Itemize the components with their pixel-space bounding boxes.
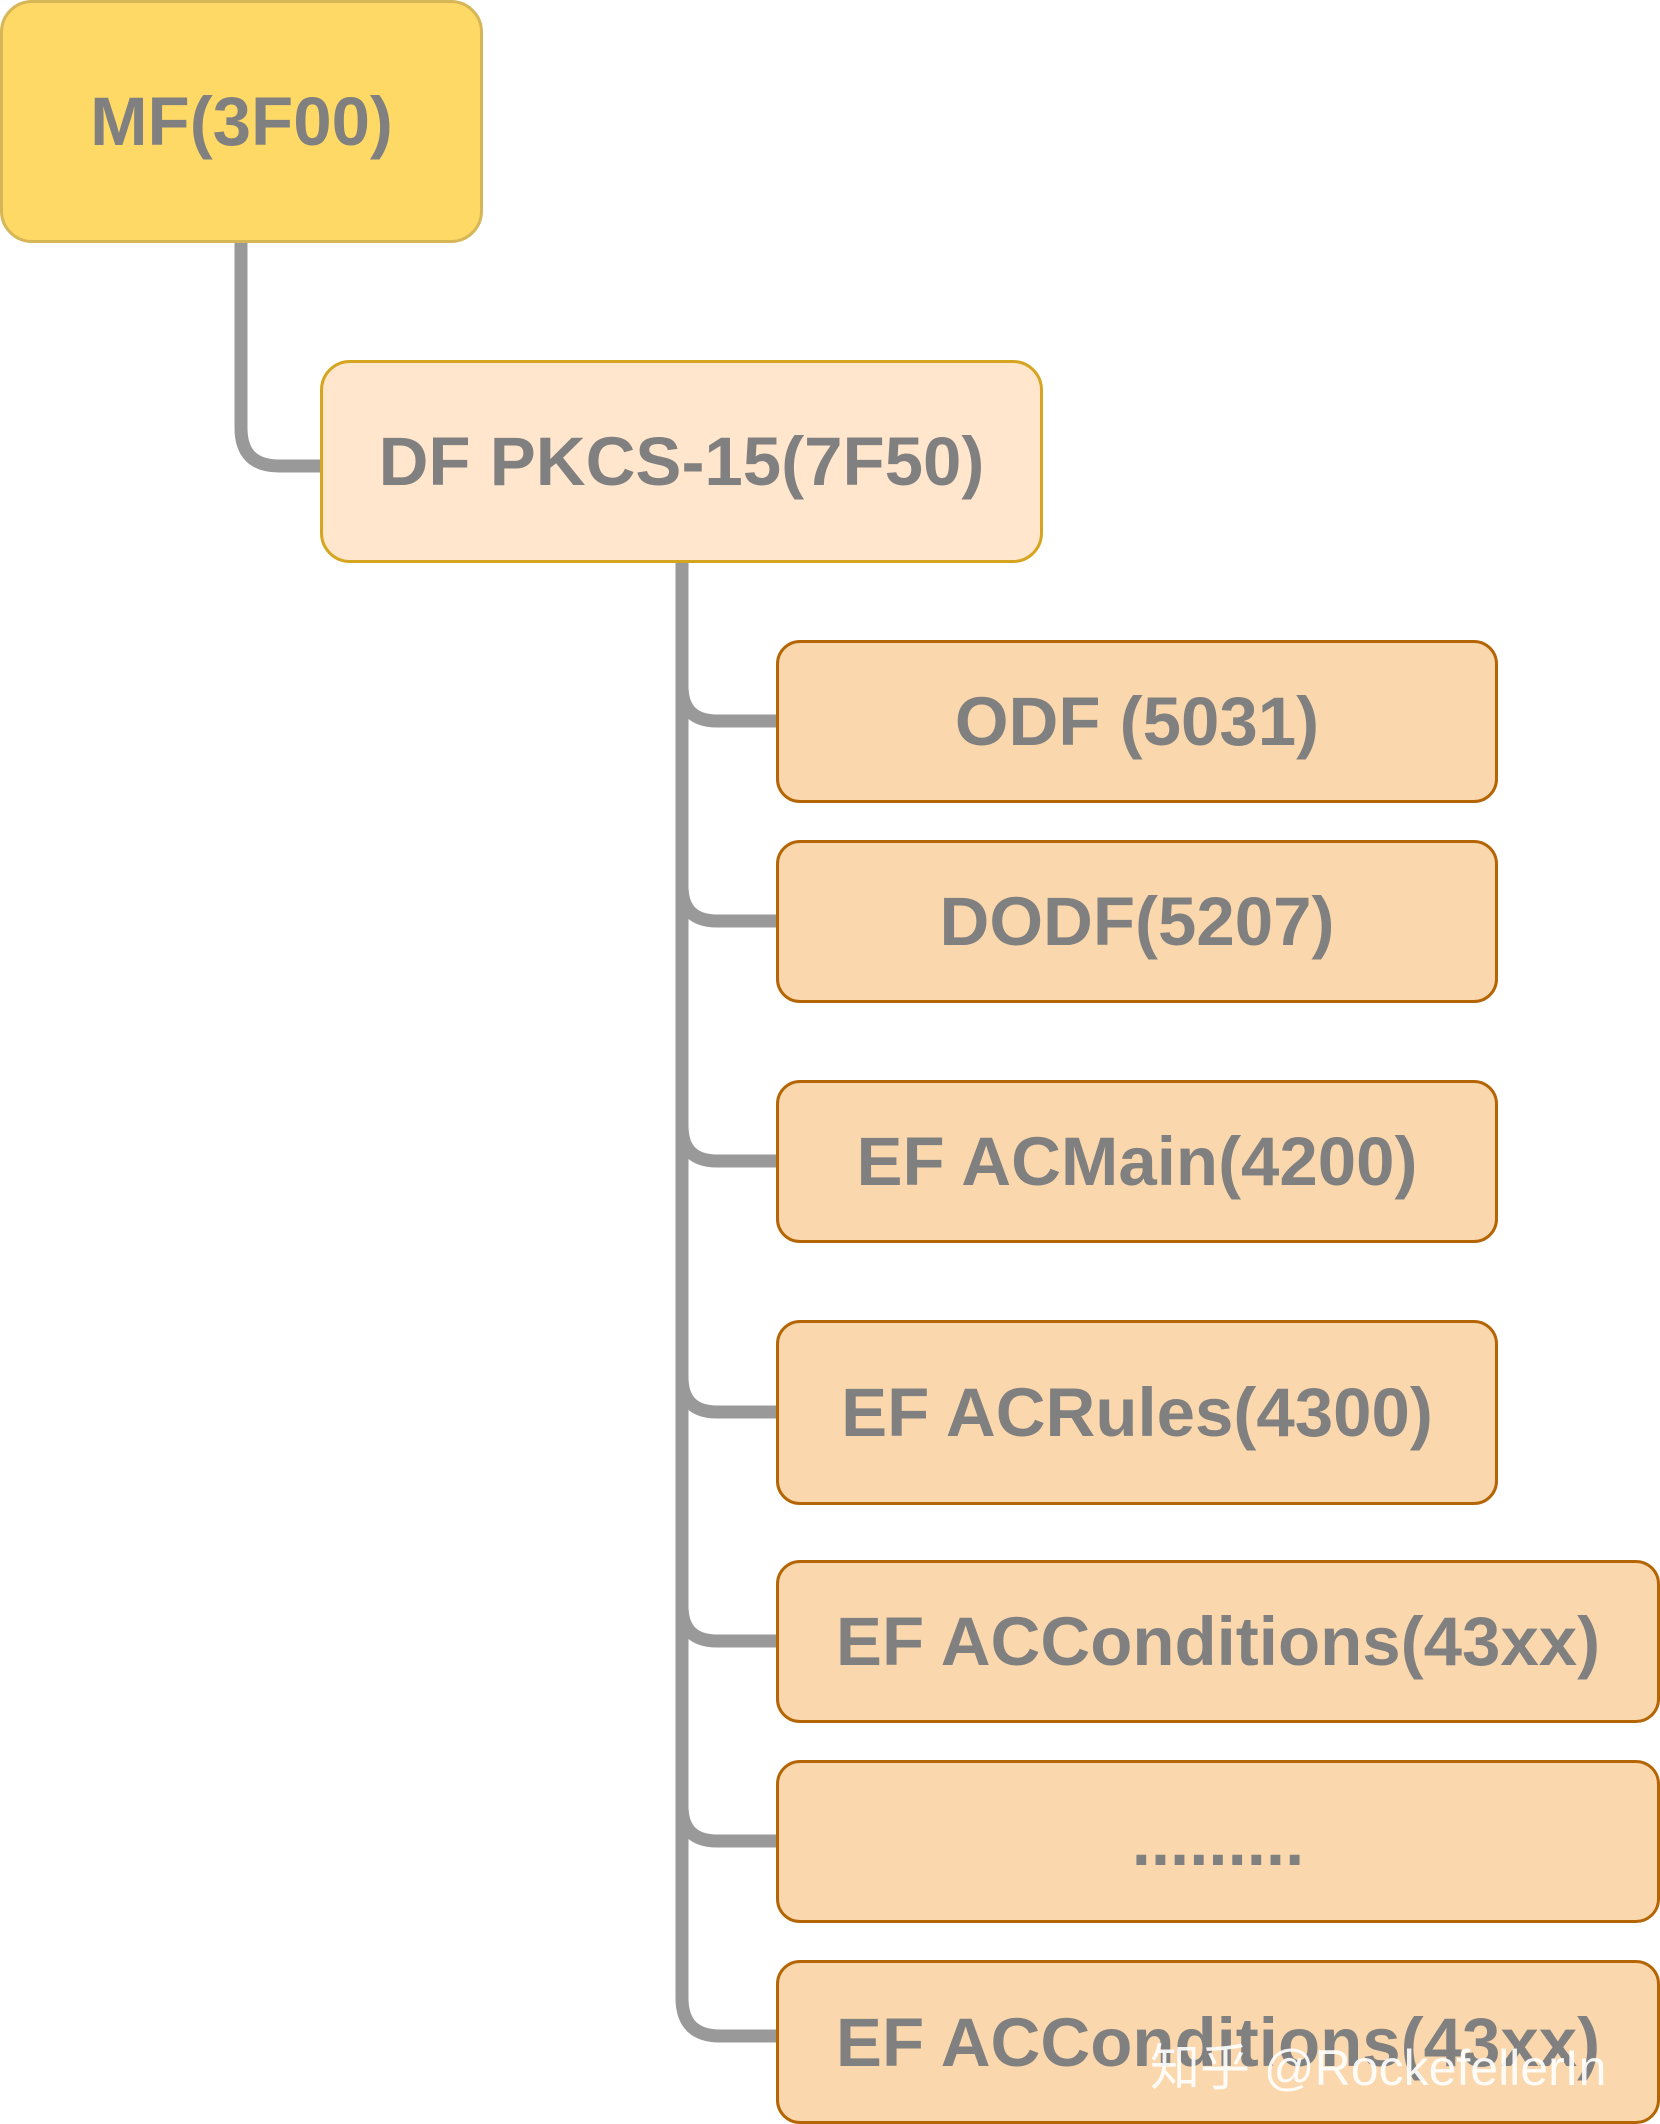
- leaf-node-label: ODF (5031): [954, 683, 1320, 760]
- leaf-node-label: .........: [1131, 1803, 1305, 1880]
- leaf-node-acrules: EF ACRules(4300): [776, 1320, 1498, 1505]
- connector-to-acrules: [675, 1376, 776, 1419]
- leaf-node-odf: ODF (5031): [776, 640, 1498, 803]
- connector-to-accond-1: [675, 1605, 776, 1648]
- connector-df-trunk: [675, 563, 776, 2043]
- connector-to-dodf: [675, 885, 776, 928]
- df-node-label: DF PKCS-15(7F50): [378, 423, 985, 500]
- leaf-node-label: EF ACConditions(43xx): [835, 1603, 1601, 1680]
- leaf-node-dodf: DODF(5207): [776, 840, 1498, 1003]
- connector-to-ellipsis: [675, 1805, 776, 1848]
- root-node-label: MF(3F00): [90, 83, 393, 160]
- connector-root-to-df: [234, 243, 320, 473]
- leaf-node-acconditions-2: EF ACConditions(43xx): [776, 1960, 1660, 2124]
- leaf-node-acmain: EF ACMain(4200): [776, 1080, 1498, 1243]
- leaf-node-label: DODF(5207): [939, 883, 1335, 960]
- df-node-pkcs15: DF PKCS-15(7F50): [320, 360, 1043, 563]
- leaf-node-label: EF ACRules(4300): [841, 1374, 1433, 1451]
- connector-to-odf: [675, 685, 776, 728]
- leaf-node-label: EF ACMain(4200): [856, 1123, 1418, 1200]
- root-node-mf: MF(3F00): [0, 0, 483, 243]
- leaf-node-label: EF ACConditions(43xx): [835, 2003, 1601, 2081]
- leaf-node-acconditions-1: EF ACConditions(43xx): [776, 1560, 1660, 1723]
- watermark: 知乎 @RockefellerIn: [1150, 2040, 1607, 2096]
- leaf-node-ellipsis: .........: [776, 1760, 1660, 1923]
- connector-to-acmain: [675, 1125, 776, 1168]
